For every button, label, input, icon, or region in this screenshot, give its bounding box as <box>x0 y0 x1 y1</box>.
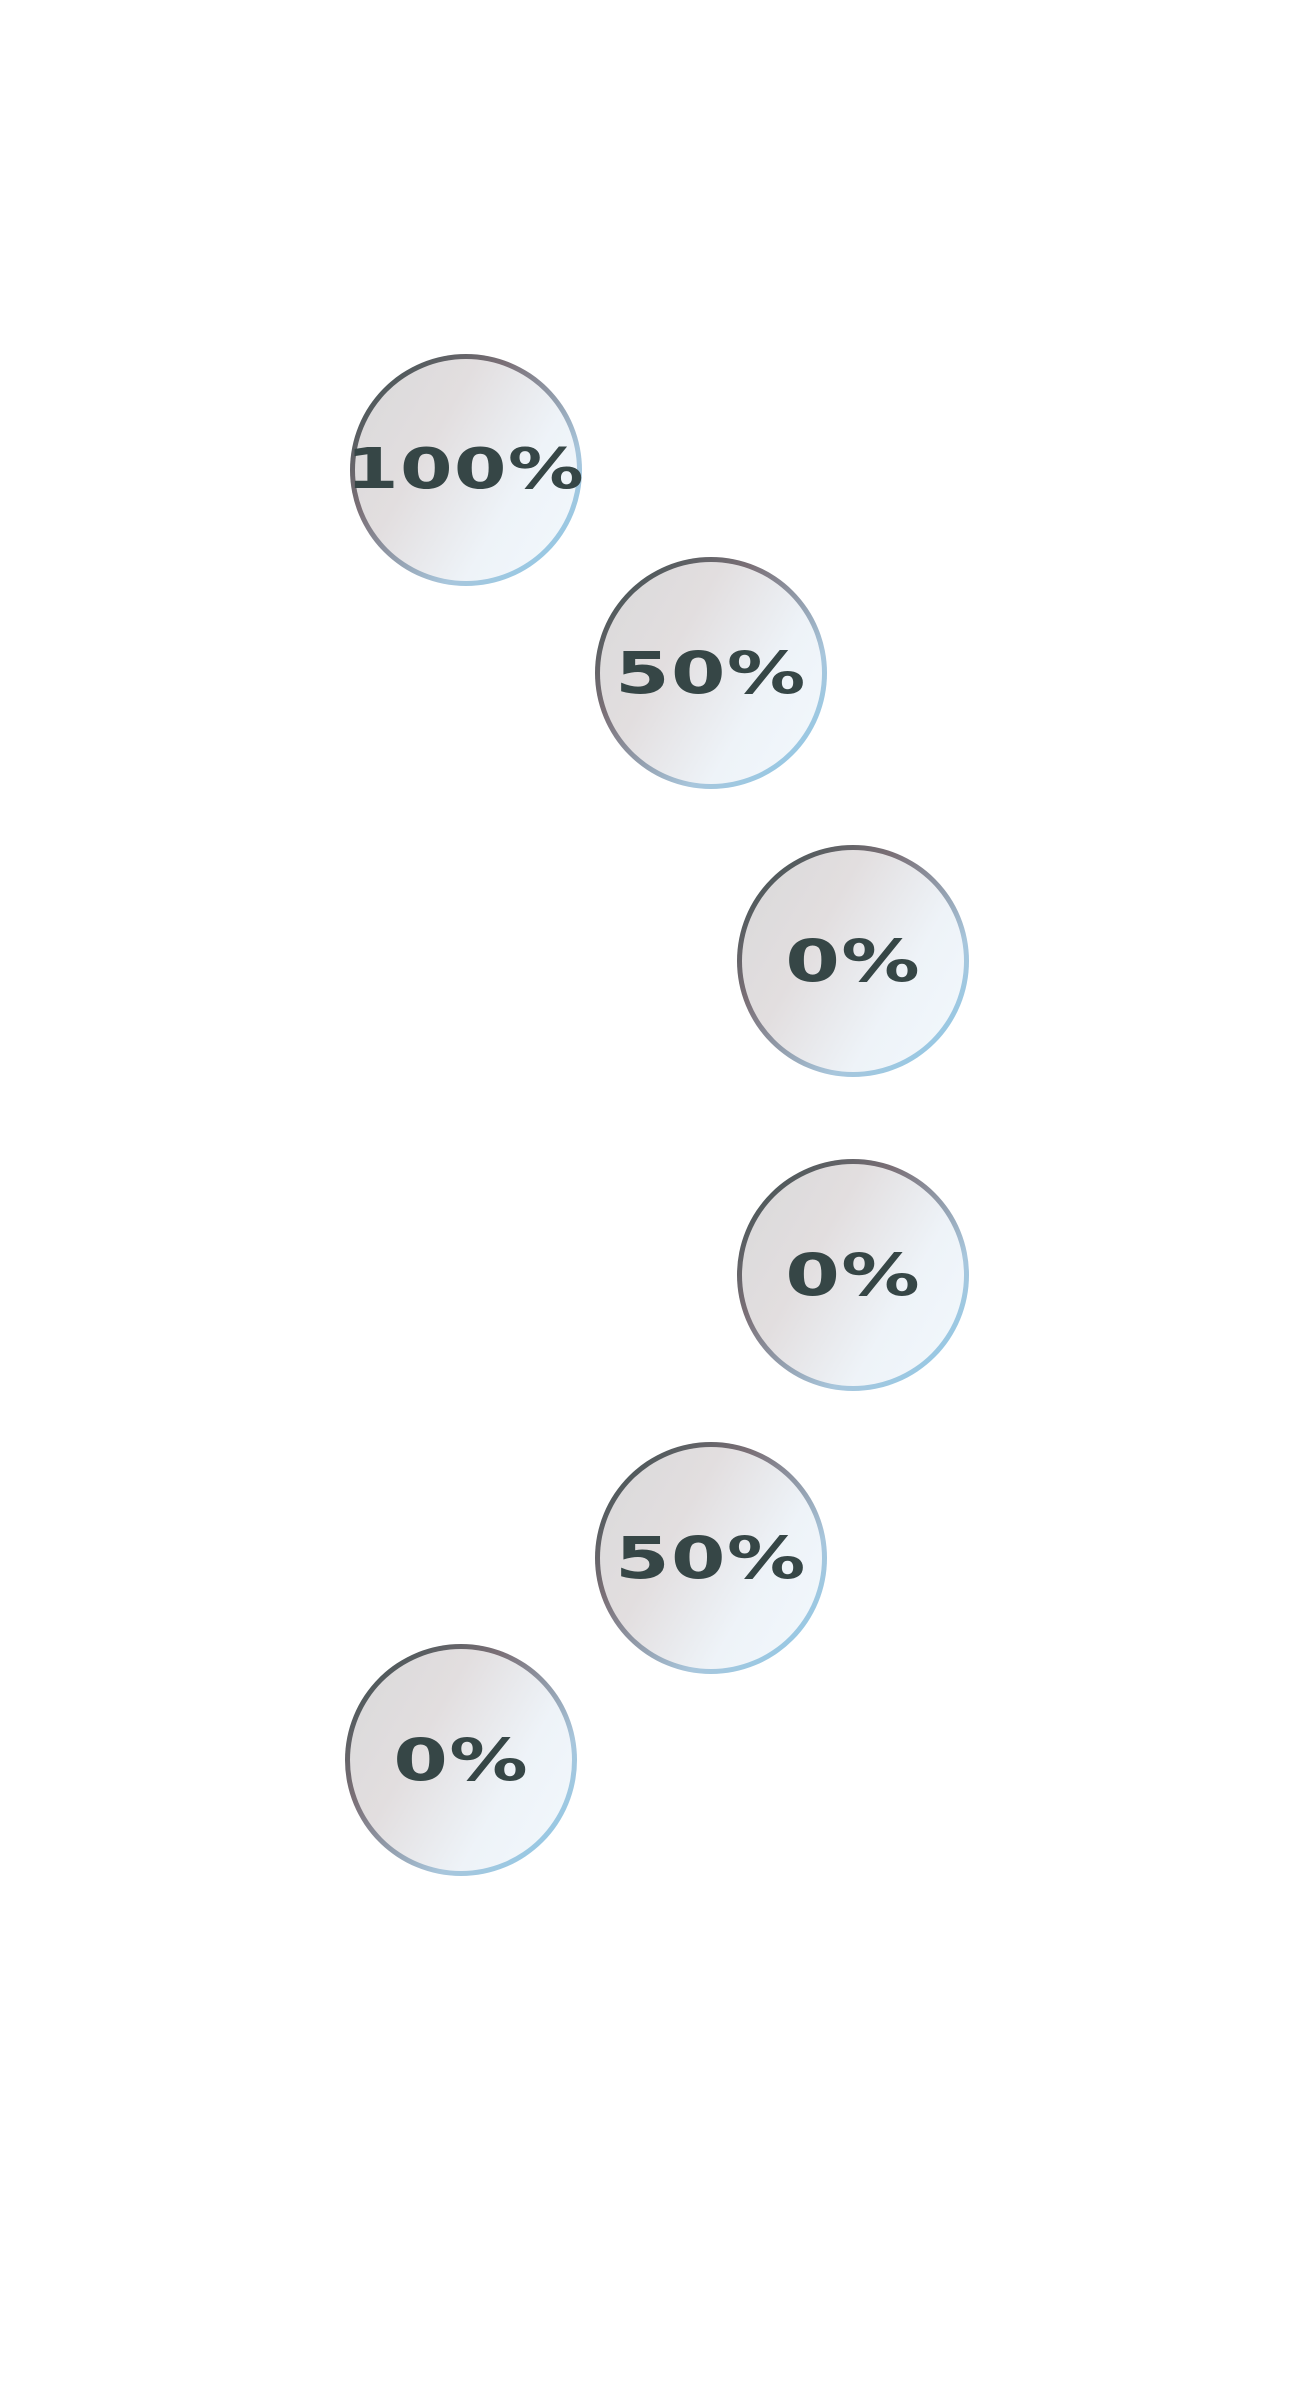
percentage-bubble-6[interactable]: 0% <box>345 1644 577 1876</box>
bubble-fill: 0% <box>742 850 964 1072</box>
bubble-label: 50% <box>615 1524 807 1592</box>
bubble-label: 100% <box>346 437 586 502</box>
percentage-bubble-4[interactable]: 0% <box>737 1159 969 1391</box>
bubble-fill: 0% <box>742 1164 964 1386</box>
bubble-fill: 50% <box>600 1447 822 1669</box>
percentage-bubble-3[interactable]: 0% <box>737 845 969 1077</box>
bubble-fill: 0% <box>350 1649 572 1871</box>
percentage-bubble-5[interactable]: 50% <box>595 1442 827 1674</box>
bubble-label: 0% <box>785 927 921 995</box>
bubble-label: 0% <box>393 1726 529 1794</box>
bubble-fill: 100% <box>347 359 584 581</box>
bubble-label: 0% <box>785 1241 921 1309</box>
bubble-fill: 50% <box>600 562 822 784</box>
bubble-label: 50% <box>615 639 807 707</box>
percentage-bubble-2[interactable]: 50% <box>595 557 827 789</box>
percentage-bubble-1[interactable]: 100% <box>347 354 584 586</box>
